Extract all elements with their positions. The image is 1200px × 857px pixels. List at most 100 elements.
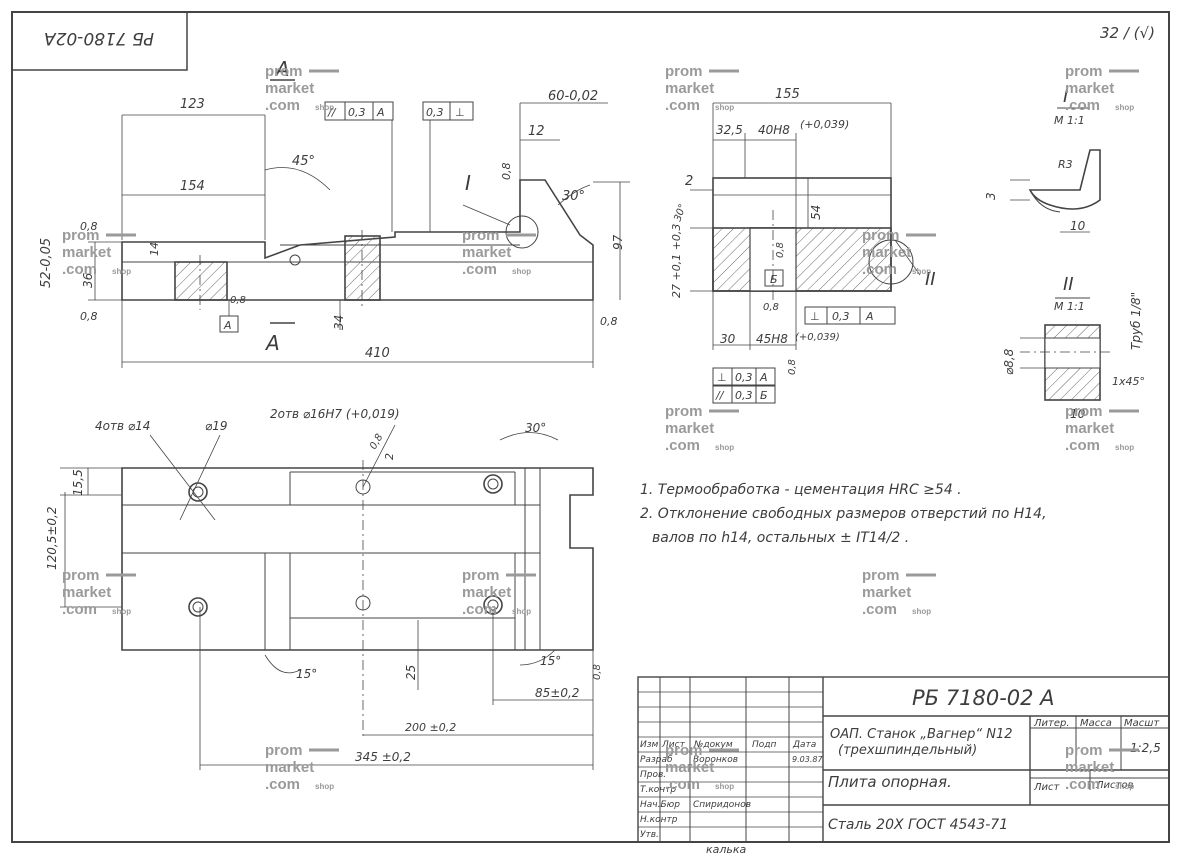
tol5-ref: Б: [760, 389, 768, 402]
watermark-text: shop: [1115, 443, 1134, 452]
row-chief: Нач.Бюр: [640, 800, 680, 810]
dim-detail-3: 3: [984, 192, 998, 200]
dim-154: 154: [180, 179, 205, 194]
watermark-text: prom: [62, 227, 100, 244]
watermark-text: market: [462, 244, 511, 261]
dim-36: 36: [81, 272, 95, 288]
dim-52: 52-0,05: [39, 238, 54, 288]
dim-30deg: 30°: [562, 189, 585, 204]
dim-15deg-a: 15°: [296, 667, 317, 681]
label-2-holes-d16: 2отв ⌀16Н7 (+0,019): [270, 407, 400, 421]
watermark-text: shop: [912, 607, 931, 616]
assembly-line-1: ОАП. Станок „Вагнер“ N12: [830, 727, 1013, 742]
material: Сталь 20Х ГОСТ 4543-71: [828, 817, 1008, 833]
watermark-text: shop: [1115, 103, 1134, 112]
watermark-text: prom: [862, 567, 900, 584]
section-view-labels: 155 32,5 40H8 (+0,039) 2 54 27 +0,1 +0,3…: [670, 87, 936, 402]
watermark-text: shop: [512, 267, 531, 276]
datum-a: A: [223, 319, 232, 332]
watermark-text: prom: [265, 63, 303, 80]
detail-views: [1010, 107, 1110, 401]
dim-410: 410: [365, 346, 390, 361]
dim-15deg-b: 15°: [540, 654, 561, 668]
watermark-text: prom: [665, 742, 703, 759]
dim-45h8-tol: (+0,039): [795, 332, 840, 343]
roughness-section-08c: 0,8: [787, 359, 798, 375]
section-a-top: A: [274, 57, 290, 81]
label-d19: ⌀19: [205, 419, 228, 433]
watermark-text: .com: [665, 97, 700, 114]
watermark-text: .com: [1065, 437, 1100, 454]
row-developer: Разраб: [640, 755, 673, 765]
tol5-value: 0,3: [735, 389, 753, 402]
dim-97: 97: [611, 234, 625, 250]
watermark-text: prom: [665, 403, 703, 420]
watermark-text: market: [862, 584, 911, 601]
section-a-bottom: A: [264, 331, 280, 355]
sheet-label: Лист: [1033, 782, 1061, 793]
hdr-sign: Подп: [752, 740, 776, 750]
dim-25: 25: [404, 665, 418, 680]
dim-40h8: 40H8: [758, 123, 790, 137]
watermark-text: shop: [1115, 782, 1134, 791]
detail-i-callout: I: [465, 171, 471, 195]
plan-view-labels: 4отв ⌀14 ⌀19 2отв ⌀16Н7 (+0,019) 30° 15,…: [45, 407, 603, 764]
watermark-text: prom: [62, 567, 100, 584]
detail-ii-title: II: [1063, 274, 1074, 295]
dim-d8-8: ⌀8,8: [1002, 348, 1016, 375]
watermark-text: shop: [112, 607, 131, 616]
corner-stamp-text: РБ 7180-02А: [44, 28, 154, 48]
note-3: валов по h14, остальных ± IT14/2 .: [652, 530, 909, 546]
col-scale: Масшт: [1124, 718, 1160, 729]
checker-name: Спиридонов: [693, 800, 751, 810]
dim-27: 27 +0,1 +0,3: [670, 224, 683, 298]
tol5-symbol: //: [715, 389, 725, 402]
corner-stamp: РБ 7180-02А: [11, 11, 188, 71]
tol3-value: 0,3: [832, 310, 850, 323]
footer-note: калька: [706, 843, 747, 856]
roughness-section-08: 0,8: [775, 242, 786, 258]
dim-345: 345 ±0,2: [355, 750, 411, 764]
watermark-text: market: [62, 584, 111, 601]
watermark-text: market: [265, 759, 314, 776]
dim-detail-10b: 10: [1070, 407, 1086, 421]
hdr-date: Дата: [792, 740, 816, 750]
sheets-label: Листов: [1095, 780, 1133, 791]
dim-14: 14: [148, 242, 161, 256]
tol3-symbol: ⊥: [810, 310, 820, 323]
tol1-symbol: //: [327, 106, 337, 119]
watermark-text: market: [665, 759, 714, 776]
tol2-value: 0,3: [426, 106, 444, 119]
dim-60: 60-0,02: [548, 89, 598, 104]
dim-45h8: 45H8: [756, 332, 788, 346]
roughness-08e: 0,8: [230, 295, 246, 306]
watermark-text: market: [1065, 759, 1114, 776]
detail-ii-scale: М 1:1: [1054, 300, 1085, 313]
watermark-text: prom: [1065, 63, 1103, 80]
watermark-text: prom: [462, 227, 500, 244]
part-name: Плита опорная.: [828, 773, 952, 791]
dim-chamfer: 1x45°: [1112, 375, 1145, 388]
watermark-text: market: [1065, 80, 1114, 97]
tol1-ref: A: [376, 106, 385, 119]
watermark-text: .com: [862, 261, 897, 278]
watermark-text: shop: [715, 103, 734, 112]
dim-15-5: 15,5: [71, 469, 85, 496]
watermark-text: .com: [862, 601, 897, 618]
title-block: [637, 676, 1170, 843]
watermark-text: .com: [62, 601, 97, 618]
label-4-holes-d14: 4отв ⌀14: [95, 419, 150, 433]
watermark-text: .com: [665, 437, 700, 454]
dim-2: 2: [685, 174, 693, 189]
section-view: [690, 102, 921, 404]
watermark-text: shop: [715, 443, 734, 452]
dim-section-30deg: 30°: [672, 203, 688, 223]
hdr-izm: Изм: [640, 740, 659, 750]
watermark-text: shop: [715, 782, 734, 791]
